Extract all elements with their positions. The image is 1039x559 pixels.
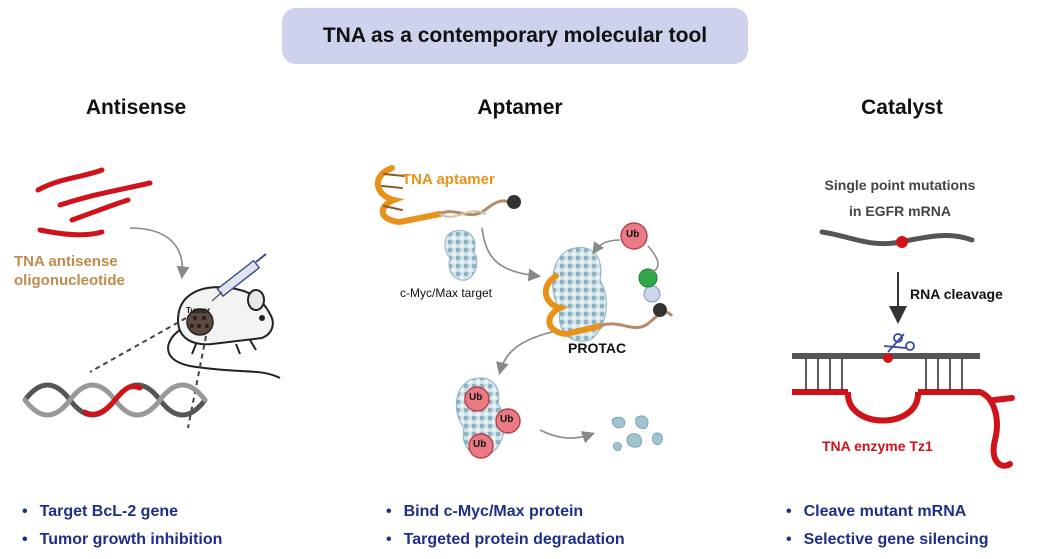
ubiquitin-icon [620,222,648,250]
catalyst-bullets: Cleave mutant mRNA Selective gene silenc… [786,498,989,554]
cleavage-label: RNA cleavage [910,286,1003,302]
list-item: Targeted protein degradation [386,526,625,554]
ligand-ball [507,195,521,209]
list-item: Target BcL-2 gene [22,498,222,526]
arrow-to-protac [481,227,542,282]
zoom-line-right [187,335,207,429]
mouse-icon [167,286,281,379]
antisense-oligo-label: TNA antisense oligonucleotide [14,253,125,289]
antisense-bullets: Target BcL-2 gene Tumor growth inhibitio… [22,498,223,554]
cleavage-site-dot [883,353,893,363]
ubiquitinated-protein [455,377,521,459]
dna-helix-icon [22,382,208,418]
protein-icon [444,230,478,281]
aptamer-label: TNA aptamer [402,171,495,188]
antisense-strands [35,167,153,238]
arrow-to-degraded [539,429,596,444]
ub-label-1: Ub [469,392,483,403]
tumor-label: Tumor [186,306,211,315]
target-label: c-Myc/Max target [400,286,493,300]
tumor-icon [186,308,214,336]
protac-complex [543,247,674,342]
ub-label-3: Ub [473,439,487,450]
list-item: Bind c-Myc/Max protein [386,498,625,526]
syringe-icon [211,253,267,302]
recycle-arrow [594,239,659,273]
protac-label: PROTAC [568,340,627,356]
scissors-icon [883,333,915,353]
arrow-to-mouse [129,227,190,280]
list-item: Tumor growth inhibition [22,526,223,554]
aptamer-bullets: Bind c-Myc/Max protein Targeted protein … [386,498,625,554]
arrow-to-ubiquitinated [496,331,553,376]
aptamer-icon [375,165,514,226]
heading-aptamer: Aptamer [477,96,563,119]
ub-label-2: Ub [500,414,514,425]
mutation-dot [896,236,908,248]
page-title: TNA as a contemporary molecular tool [282,8,748,64]
degraded-fragments-icon [611,415,663,451]
heading-antisense: Antisense [85,96,187,119]
enzyme-label: TNA enzyme Tz1 [822,438,933,454]
heading-catalyst: Catalyst [861,96,943,119]
list-item: Cleave mutant mRNA [786,498,989,526]
list-item: Selective gene silencing [786,526,989,554]
zoom-line-left [89,317,187,373]
mutation-label: Single point mutations in EGFR mRNA [824,177,976,219]
ub-label: Ub [626,229,640,240]
